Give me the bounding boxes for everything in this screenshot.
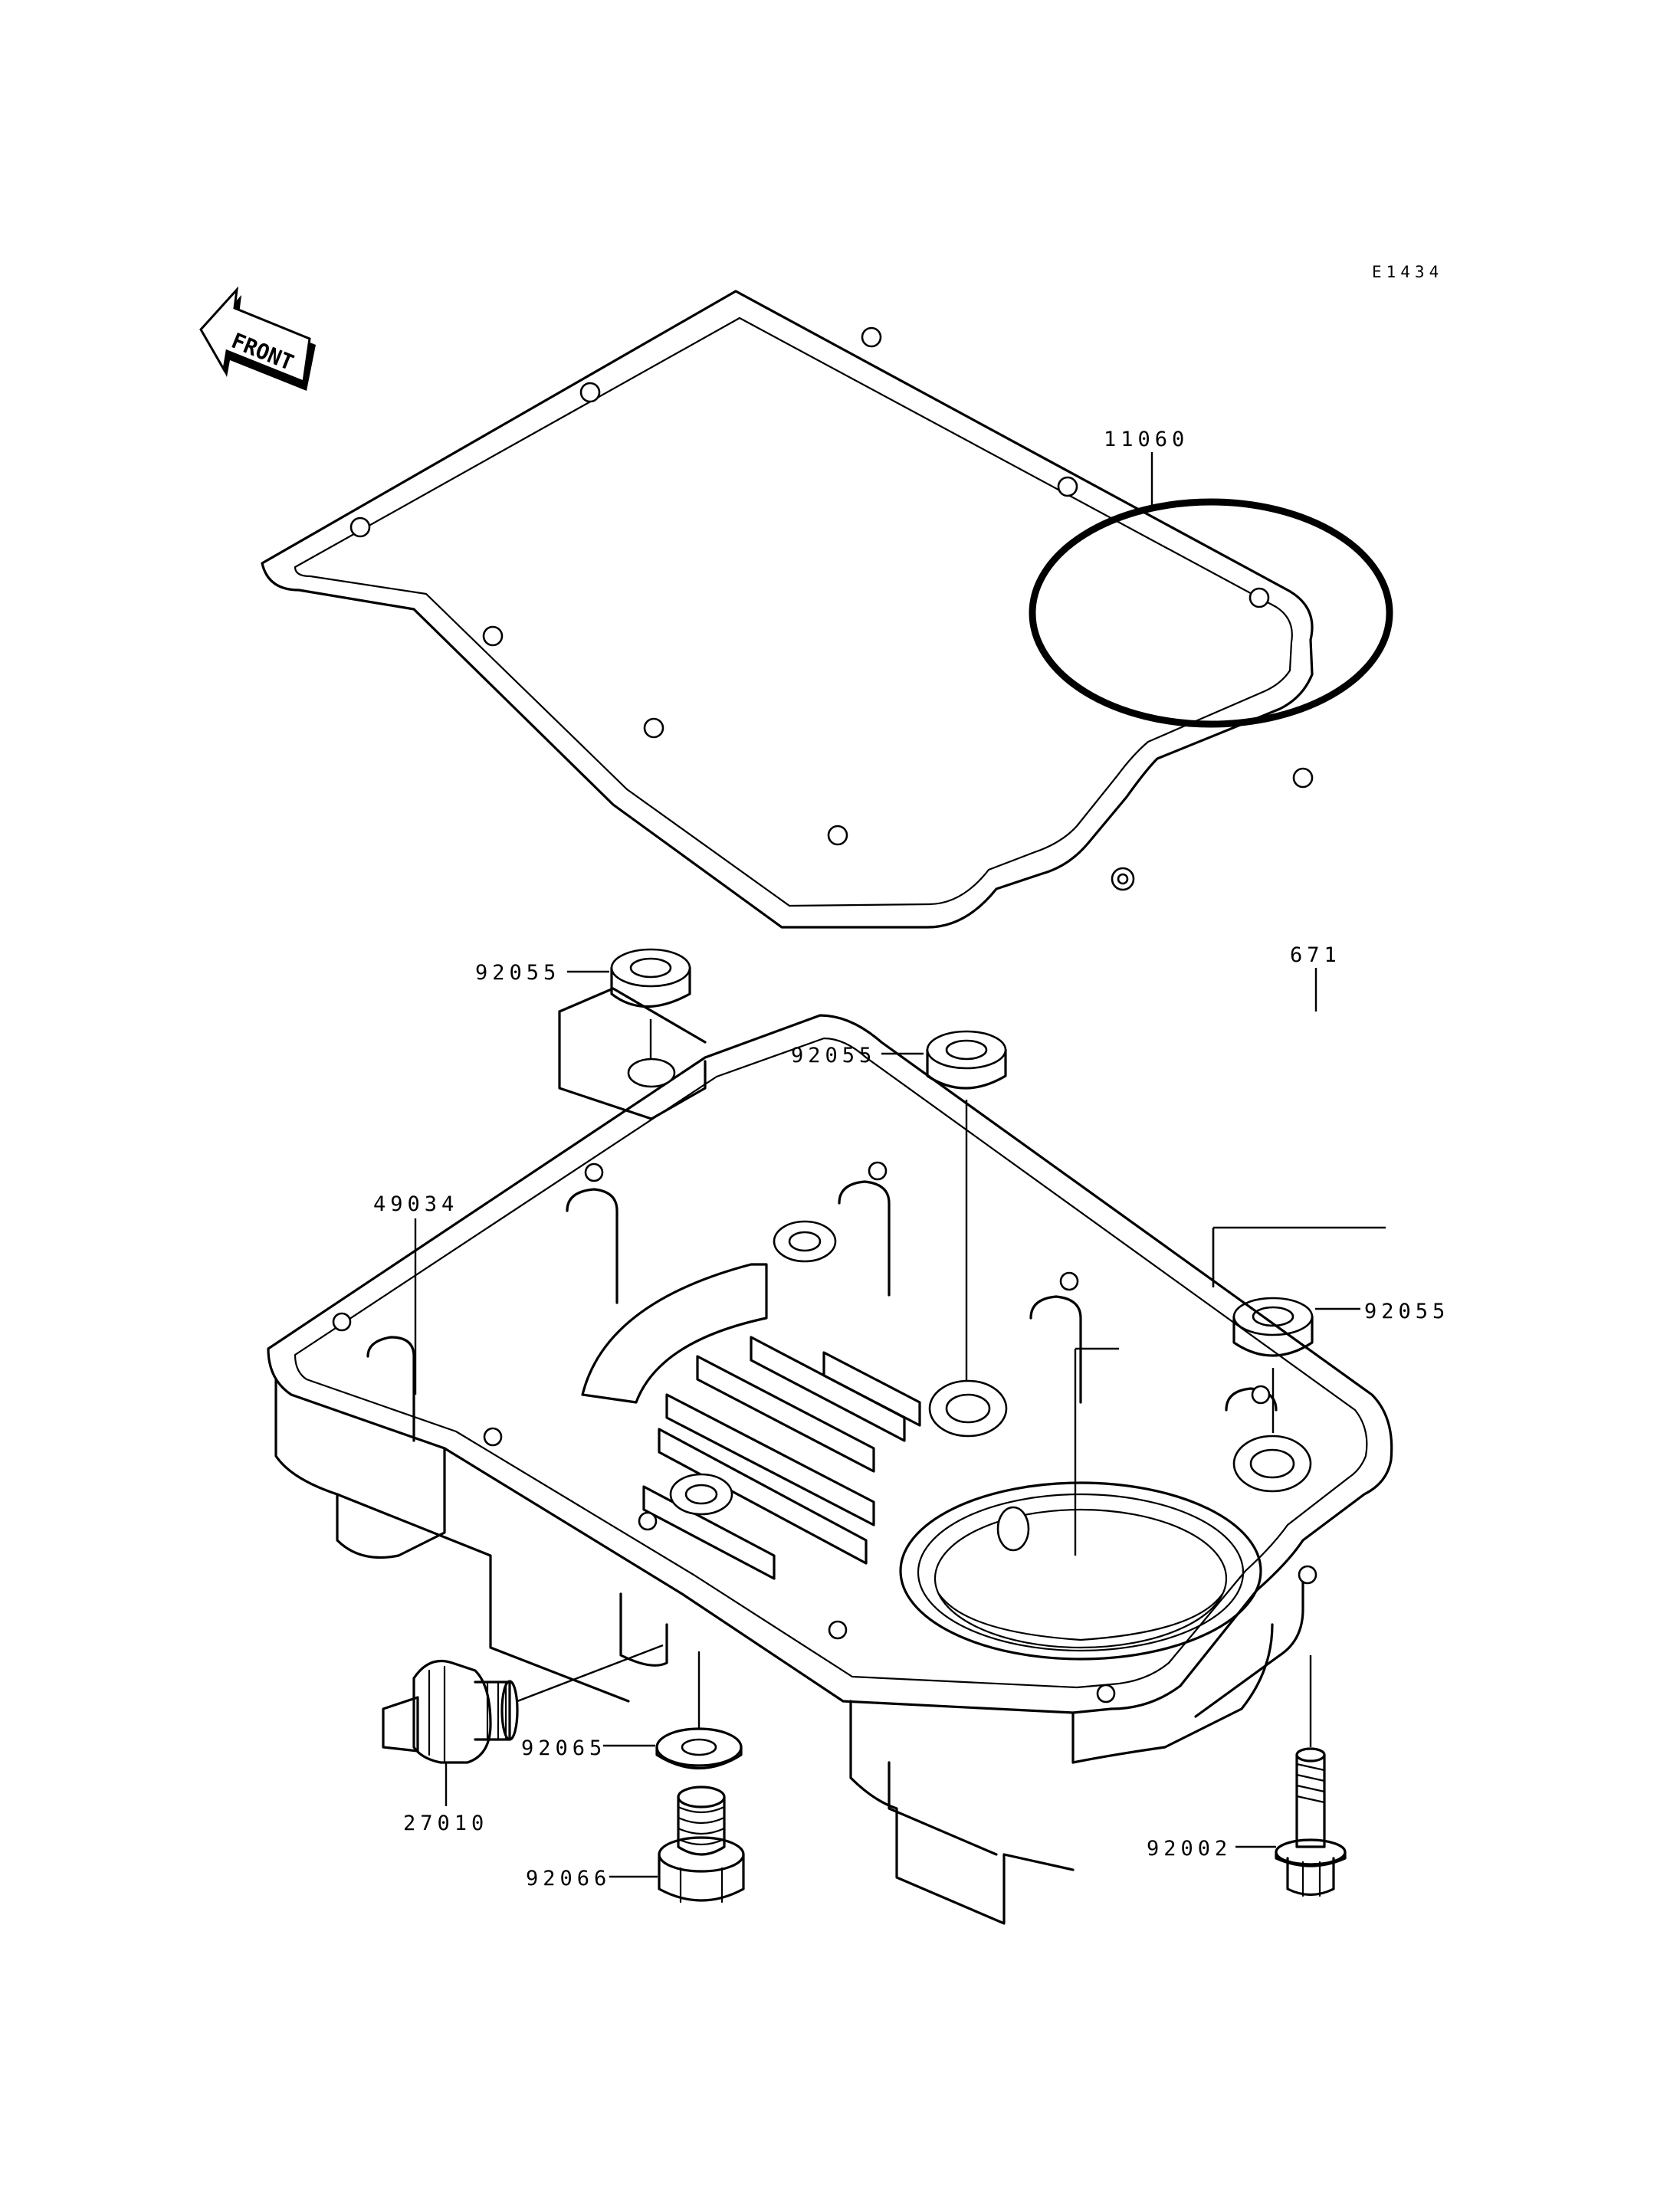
label-oil-pressure-switch: 27010 — [403, 1812, 488, 1835]
label-collar-left: 92055 — [475, 961, 560, 985]
oil-pan — [267, 987, 1393, 1925]
diagram-code: E1434 — [1372, 263, 1443, 281]
flange-bolt — [1275, 1747, 1347, 1897]
label-oil-pan: 49034 — [373, 1192, 458, 1216]
label-washer: 92065 — [521, 1736, 606, 1760]
collar-right — [1232, 1297, 1314, 1357]
label-bolt: 92002 — [1147, 1837, 1232, 1861]
label-drain-plug: 92066 — [526, 1867, 611, 1890]
label-gasket: 11060 — [1104, 428, 1189, 451]
drain-plug — [658, 1785, 745, 1904]
collar-left — [610, 948, 691, 1008]
oil-pressure-switch — [382, 1659, 519, 1764]
washer — [655, 1727, 743, 1770]
label-collar-right: 92055 — [1364, 1300, 1449, 1323]
oil-pan-gasket — [261, 290, 1314, 929]
collar-center — [926, 1030, 1007, 1090]
label-o-ring: 671 — [1290, 943, 1341, 967]
label-collar-center: 92055 — [791, 1044, 876, 1067]
front-arrow-icon: FRONT — [199, 286, 316, 391]
o-ring — [1029, 498, 1393, 728]
